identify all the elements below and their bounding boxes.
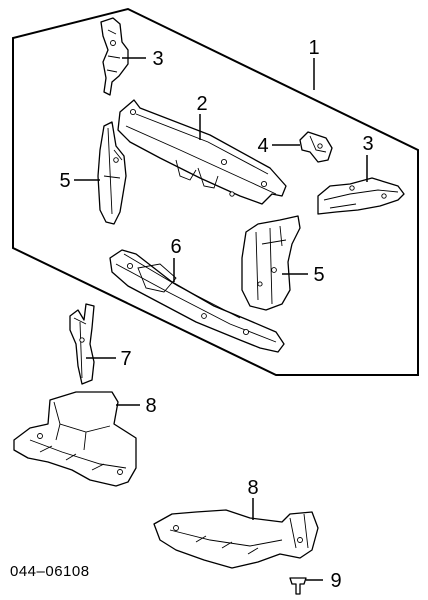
part-8-engine-under-cover-lower [153,509,319,569]
callout-2: 2 [196,93,207,115]
callout-8-lower: 8 [247,477,258,499]
part-2-upper-crossmember [117,99,287,205]
part-5-right-side-support [241,215,301,311]
leader-lines [74,57,368,581]
assembly-frame [12,7,419,376]
part-5-left-side-support [97,121,127,225]
callout-3-right: 3 [362,133,373,155]
callouts: 1 2 3 3 4 5 5 6 7 8 8 9 [59,37,373,592]
callout-8-upper: 8 [145,395,156,417]
reference-code: 044–06108 [10,563,90,580]
callout-9: 9 [330,570,341,592]
part-6-lower-crossmember [109,249,285,353]
callout-6: 6 [170,236,181,258]
part-8-engine-under-cover-upper [13,391,137,487]
part-9-clip [289,577,307,595]
callout-5-left: 5 [59,170,70,192]
part-4-clip [299,131,333,163]
callout-4: 4 [257,135,268,157]
callout-1: 1 [308,37,319,59]
callout-7: 7 [120,348,131,370]
callout-5-right: 5 [313,264,324,286]
part-3-left-bracket [100,17,129,96]
callout-3-left: 3 [152,48,163,70]
part-3-right-bracket [317,177,405,215]
part-7-lock-support [69,303,95,385]
